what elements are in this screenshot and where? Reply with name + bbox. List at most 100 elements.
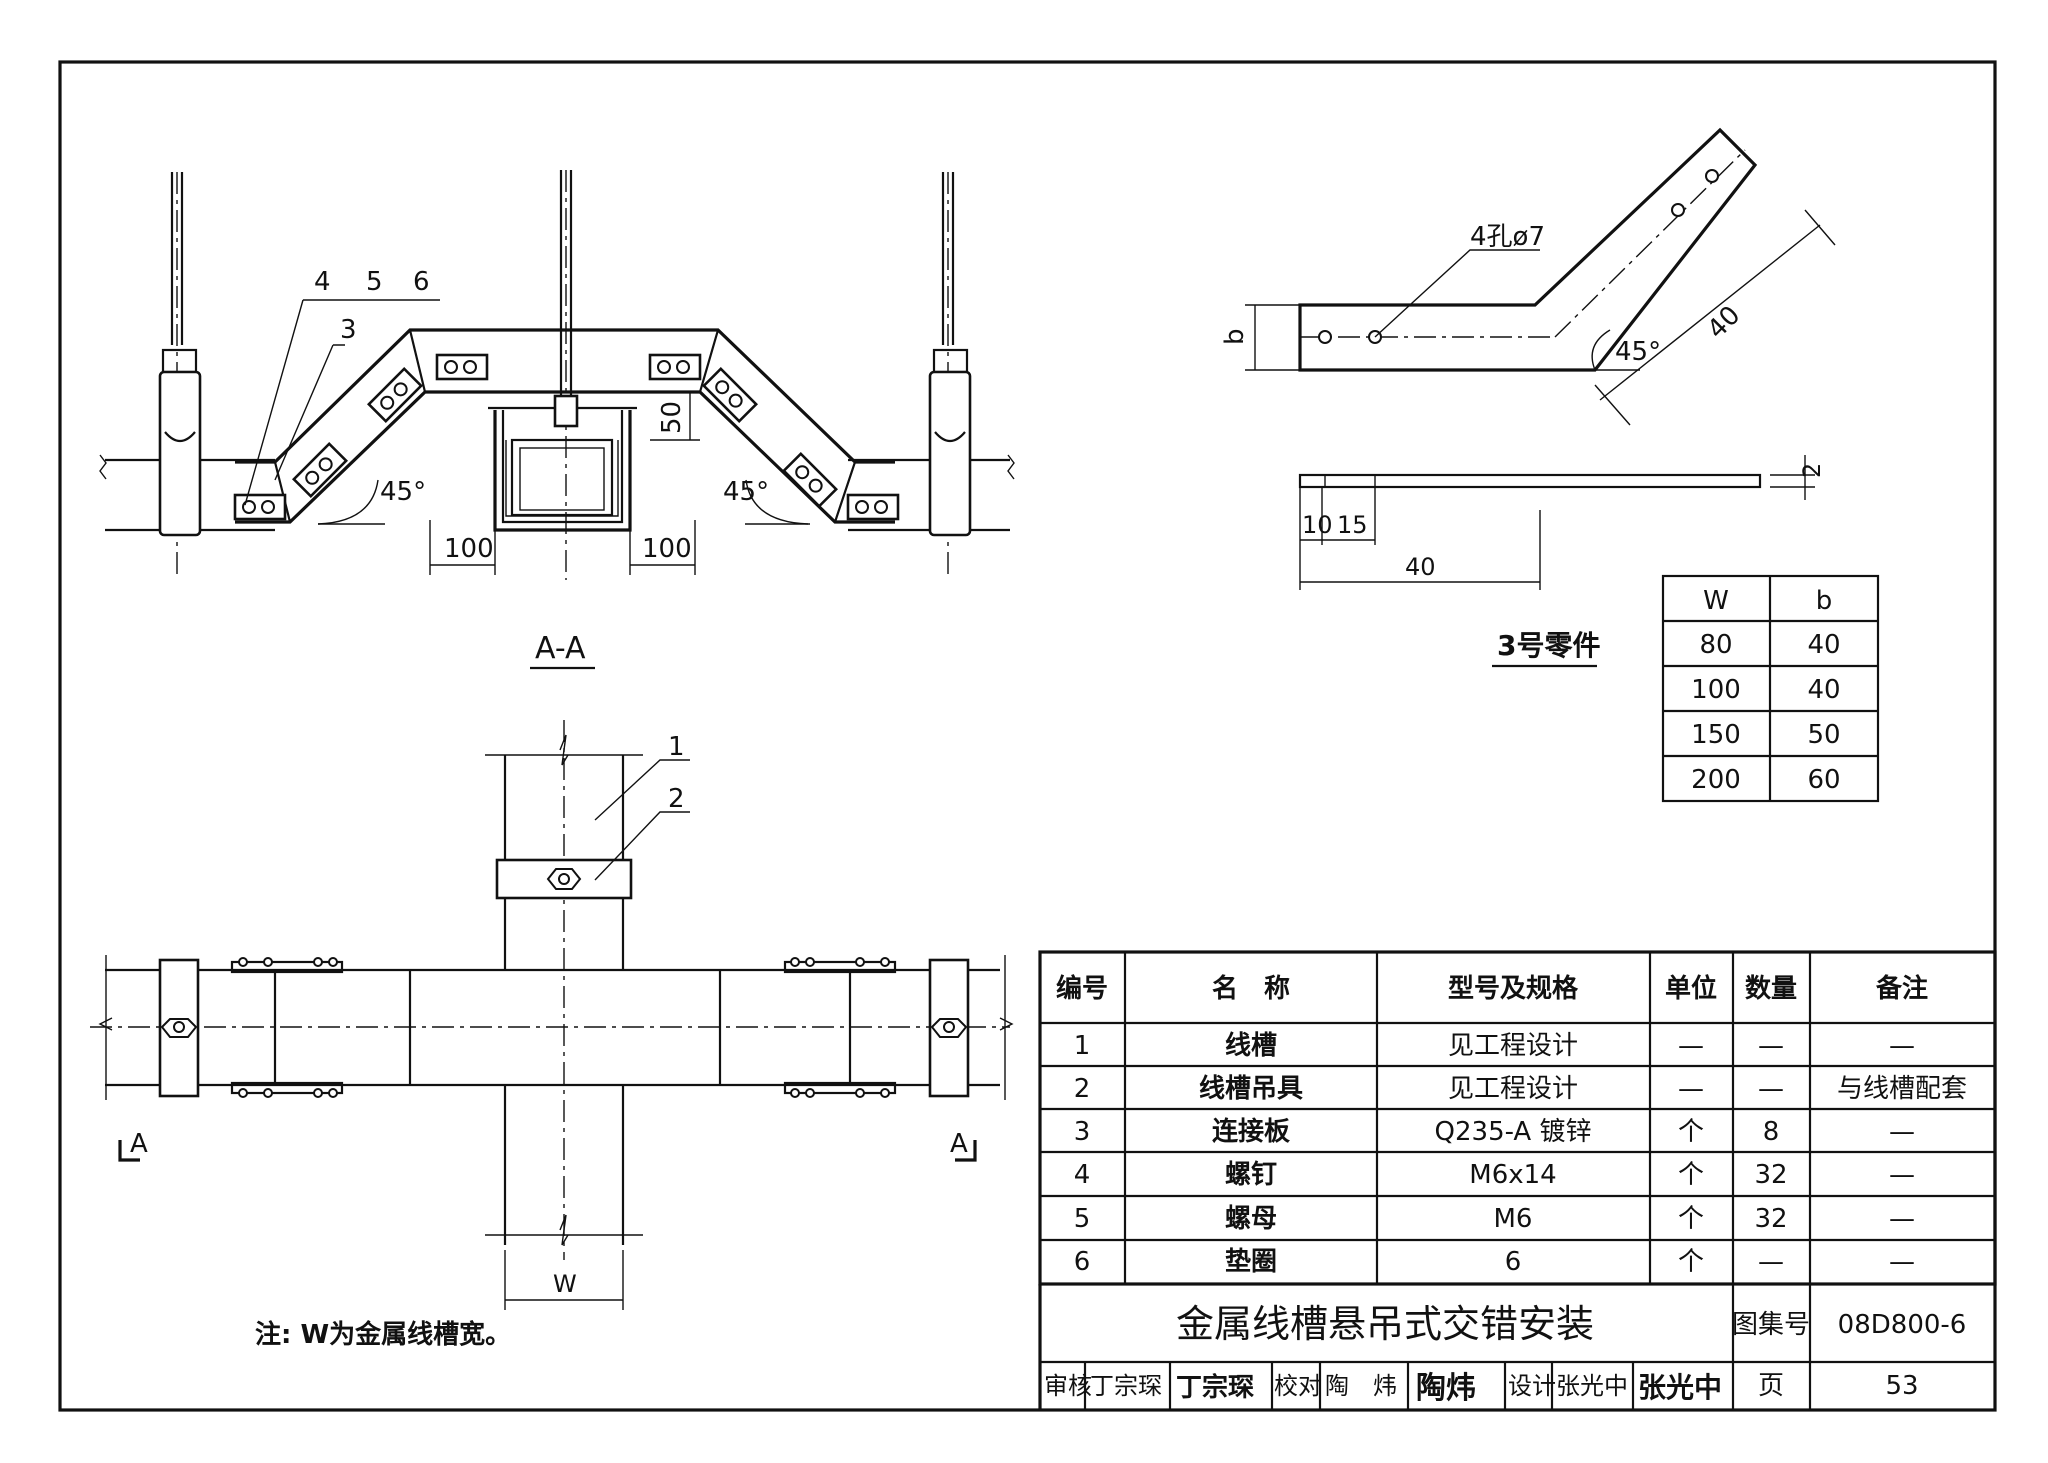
- part3-detail: b 4孔ø7 45° 40 10 15 40 2 3号零件: [1220, 127, 1836, 668]
- size-cell: 40: [1807, 630, 1840, 660]
- table-row: 2 线槽吊具 见工程设计 — — 与线槽配套: [1074, 1074, 1967, 1104]
- svg-text:—: —: [1889, 1247, 1915, 1277]
- atlas-number: 08D800-6: [1838, 1310, 1967, 1340]
- plan-view: A A W 1 2: [90, 720, 1014, 1310]
- bom-header-no: 编号: [1056, 973, 1108, 1004]
- svg-text:见工程设计: 见工程设计: [1448, 1031, 1578, 1061]
- size-header-b: b: [1816, 586, 1833, 616]
- size-cell: 200: [1691, 765, 1741, 795]
- svg-text:个: 个: [1678, 1204, 1704, 1234]
- sheet-frame: [58, 60, 1997, 1412]
- designer-name: 张光中: [1556, 1372, 1628, 1400]
- bom-header-unit: 单位: [1665, 973, 1717, 1004]
- svg-text:连接板: 连接板: [1212, 1117, 1290, 1147]
- svg-text:3: 3: [1074, 1117, 1091, 1147]
- svg-text:—: —: [1889, 1204, 1915, 1234]
- part3-dim-angle: 45°: [1615, 337, 1661, 367]
- section-callout-6: 6: [413, 267, 430, 297]
- svg-text:个: 个: [1678, 1117, 1704, 1147]
- section-callout-4: 4: [314, 267, 331, 297]
- svg-text:—: —: [1889, 1117, 1915, 1147]
- design-label: 设计: [1508, 1372, 1556, 1400]
- part3-dim-b: b: [1220, 328, 1250, 345]
- dim-right-angle: 45°: [723, 477, 769, 507]
- section-callout-5: 5: [366, 267, 383, 297]
- svg-text:个: 个: [1678, 1160, 1704, 1190]
- section-mark-left: A: [130, 1129, 148, 1159]
- svg-text:—: —: [1678, 1074, 1704, 1104]
- section-mark-right: A: [950, 1129, 968, 1159]
- svg-text:32: 32: [1754, 1160, 1787, 1190]
- table-row: 3 连接板 Q235-A 镀锌 个 8 —: [1074, 1117, 1915, 1147]
- table-row: 1 线槽 见工程设计 — — —: [1074, 1031, 1915, 1061]
- drawing-title: 金属线槽悬吊式交错安装: [1176, 1302, 1594, 1346]
- part3-dim-thk: 2: [1798, 463, 1826, 478]
- part3-dim-10: 10: [1302, 511, 1333, 539]
- svg-text:6: 6: [1505, 1247, 1522, 1277]
- svg-text:个: 个: [1678, 1247, 1704, 1277]
- size-header-w: W: [1703, 586, 1729, 616]
- table-row: 6 垫圈 6 个 — —: [1074, 1247, 1915, 1277]
- title-block: 金属线槽悬吊式交错安装 图集号 08D800-6 页 53 审核 丁宗琛 丁宗琛…: [1038, 1284, 1995, 1410]
- bom-header-qty: 数量: [1745, 974, 1797, 1004]
- svg-text:1: 1: [1074, 1031, 1091, 1061]
- size-cell: 100: [1691, 675, 1741, 705]
- check-label: 校对: [1274, 1372, 1322, 1400]
- table-row: 4 螺钉 M6x14 个 32 —: [1074, 1160, 1915, 1190]
- bom-header-name: 名 称: [1212, 973, 1290, 1004]
- size-cell: 60: [1807, 765, 1840, 795]
- size-cell: 40: [1807, 675, 1840, 705]
- dim-right-100: 100: [642, 534, 692, 564]
- part3-dim-diag: 40: [1702, 300, 1747, 345]
- section-aa-view: 4 5 6 3 100 100 50 45° 45° A-A: [99, 170, 1015, 670]
- bom-header-spec: 型号及规格: [1448, 973, 1579, 1004]
- designer-signature: 张光中: [1638, 1371, 1722, 1404]
- review-label: 审核: [1044, 1372, 1092, 1400]
- svg-text:—: —: [1678, 1031, 1704, 1061]
- size-table: W b 80 40 100 40 150 50 200 60: [1661, 574, 1880, 803]
- section-aa-title: A-A: [535, 631, 586, 666]
- part3-dim-15: 15: [1337, 511, 1368, 539]
- svg-text:32: 32: [1754, 1204, 1787, 1234]
- drawing-note: 注: W为金属线槽宽。: [255, 1319, 511, 1350]
- bom-table: 编号 名 称 型号及规格 单位 数量 备注 1 线槽 见工程设计 — — — 2…: [1038, 950, 1997, 1286]
- svg-text:4: 4: [1074, 1160, 1091, 1190]
- dim-left-100: 100: [444, 534, 494, 564]
- svg-text:Q235-A 镀锌: Q235-A 镀锌: [1435, 1117, 1592, 1147]
- part3-title: 3号零件: [1497, 629, 1600, 662]
- size-cell: 80: [1699, 630, 1732, 660]
- page-label: 页: [1758, 1371, 1784, 1401]
- page-number: 53: [1885, 1371, 1918, 1401]
- atlas-label: 图集号: [1732, 1310, 1810, 1340]
- svg-text:见工程设计: 见工程设计: [1448, 1074, 1578, 1104]
- svg-text:螺母: 螺母: [1225, 1204, 1277, 1234]
- checker-name: 陶 炜: [1325, 1372, 1397, 1400]
- svg-text:与线槽配套: 与线槽配套: [1837, 1074, 1967, 1104]
- svg-text:2: 2: [1074, 1074, 1091, 1104]
- reviewer-name: 丁宗琛: [1090, 1372, 1162, 1400]
- svg-text:线槽: 线槽: [1225, 1031, 1277, 1061]
- svg-text:—: —: [1758, 1074, 1784, 1104]
- plan-callout-2: 2: [668, 784, 685, 814]
- svg-text:垫圈: 垫圈: [1225, 1247, 1277, 1277]
- section-callout-3: 3: [340, 315, 357, 345]
- size-cell: 50: [1807, 720, 1840, 750]
- reviewer-signature: 丁宗琛: [1176, 1372, 1254, 1403]
- plan-callout-1: 1: [668, 732, 685, 762]
- part3-hole-note: 4孔ø7: [1470, 222, 1545, 252]
- svg-text:—: —: [1889, 1160, 1915, 1190]
- bom-header-remark: 备注: [1875, 973, 1928, 1004]
- part3-dim-40: 40: [1405, 553, 1436, 581]
- dim-left-angle: 45°: [380, 477, 426, 507]
- plan-width-label: W: [553, 1270, 577, 1298]
- size-cell: 150: [1691, 720, 1741, 750]
- svg-text:M6: M6: [1494, 1204, 1533, 1234]
- svg-text:8: 8: [1763, 1117, 1780, 1147]
- checker-signature: 陶炜: [1416, 1371, 1476, 1406]
- table-row: 5 螺母 M6 个 32 —: [1074, 1204, 1915, 1234]
- svg-text:6: 6: [1074, 1247, 1091, 1277]
- svg-text:5: 5: [1074, 1204, 1091, 1234]
- dim-height-50: 50: [657, 401, 687, 434]
- svg-text:—: —: [1889, 1031, 1915, 1061]
